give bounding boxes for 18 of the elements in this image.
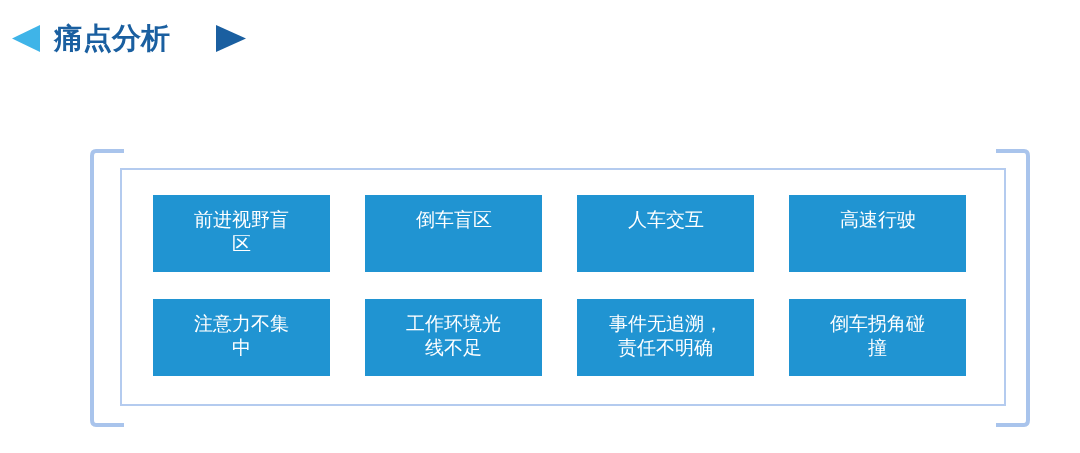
problem-card xyxy=(577,195,754,272)
problem-card xyxy=(365,195,542,272)
problem-card xyxy=(789,299,966,376)
card-label: 倒车拐角碰撞 xyxy=(829,311,926,360)
problem-card xyxy=(153,195,330,272)
card-label: 前进视野盲区 xyxy=(193,207,290,256)
problem-card xyxy=(577,299,754,376)
card-label: 倒车盲区 xyxy=(414,207,493,232)
problem-card xyxy=(789,195,966,272)
card-label: 工作环境光线不足 xyxy=(405,311,502,360)
title: 痛点分析 xyxy=(54,20,170,57)
problem-card xyxy=(365,299,542,376)
frame-box xyxy=(120,168,1006,406)
card-label: 事件无追溯，责任不明确 xyxy=(607,311,724,360)
card-label: 注意力不集中 xyxy=(193,311,290,360)
problem-card xyxy=(153,299,330,376)
card-label: 高速行驶 xyxy=(838,207,917,232)
card-label: 人车交互 xyxy=(626,207,705,232)
